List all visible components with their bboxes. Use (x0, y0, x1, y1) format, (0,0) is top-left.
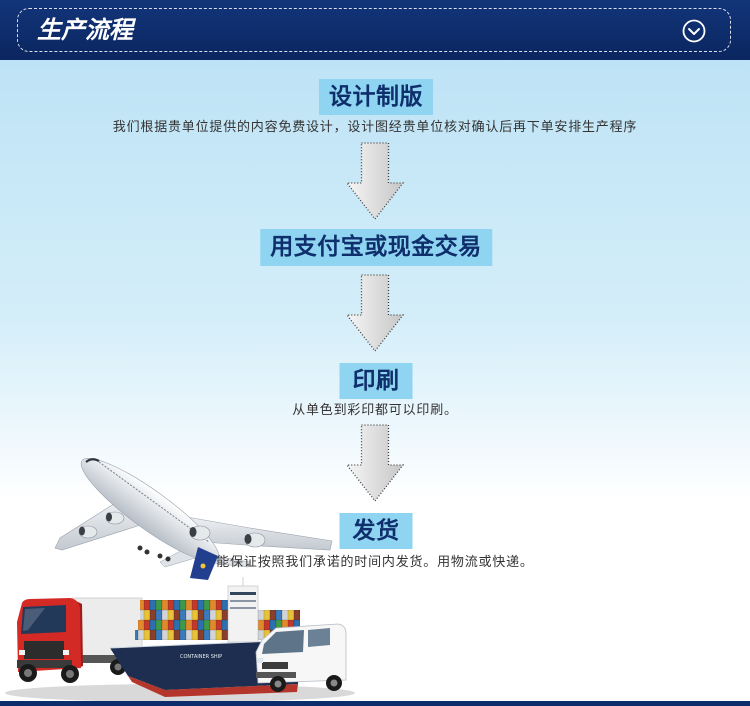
section-header: 生产流程 (0, 0, 750, 60)
airplane-engines (78, 511, 266, 548)
truck-wheels (19, 659, 126, 683)
ship-keel (128, 676, 298, 697)
truck-grill (24, 641, 64, 659)
section-toggle-button[interactable] (682, 19, 706, 43)
airplane-tail-logo (200, 563, 206, 569)
logistics-illustration: CONTAINER SHIP (5, 457, 355, 702)
step-desc-shipping: 能保证按照我们承诺的时间内发货。用物流或快递。 (216, 555, 534, 570)
truck-trailer-base (72, 655, 142, 663)
van-wheels (270, 675, 342, 692)
truck-headlight (63, 650, 69, 655)
airplane-icon (54, 457, 333, 580)
ship-bridge (227, 577, 259, 643)
flow-arrow-1 (346, 142, 404, 220)
chevron-down-icon (682, 19, 706, 43)
van-bumper (256, 672, 296, 678)
flow-arrow-2 (346, 274, 404, 352)
step-title-payment: 用支付宝或现金交易 (260, 229, 492, 266)
truck-windshield (21, 605, 66, 634)
step-title-printing: 印刷 (339, 363, 413, 399)
truck-bumper (17, 660, 72, 668)
bottom-border (0, 701, 750, 706)
van-icon (255, 623, 347, 692)
airplane-tail-fin (190, 547, 218, 580)
airplane-cockpit (85, 458, 100, 463)
van-headlight (257, 658, 263, 663)
truck-icon (17, 597, 143, 683)
container-ship-icon: CONTAINER SHIP (109, 577, 301, 697)
step-desc-design: 我们根据贵单位提供的内容免费设计，设计图经贵单位核对确认后再下单安排生产程序 (112, 120, 638, 135)
flow-arrow-3 (346, 424, 404, 502)
ship-hull (110, 640, 300, 690)
van-windshield (262, 630, 304, 654)
section-title: 生产流程 (37, 16, 133, 44)
truck-headlight (19, 650, 25, 655)
ship-hull-text: CONTAINER SHIP (180, 654, 222, 660)
step-title-design: 设计制版 (319, 79, 433, 115)
step-desc-printing: 从单色到彩印都可以印刷。 (292, 403, 458, 418)
van-side-window (308, 628, 330, 647)
airplane-landing-gear (137, 545, 171, 562)
step-title-shipping: 发货 (339, 513, 413, 549)
airplane-fuselage (80, 457, 220, 563)
header-dashed-frame (17, 8, 731, 52)
van-grill (262, 662, 288, 669)
